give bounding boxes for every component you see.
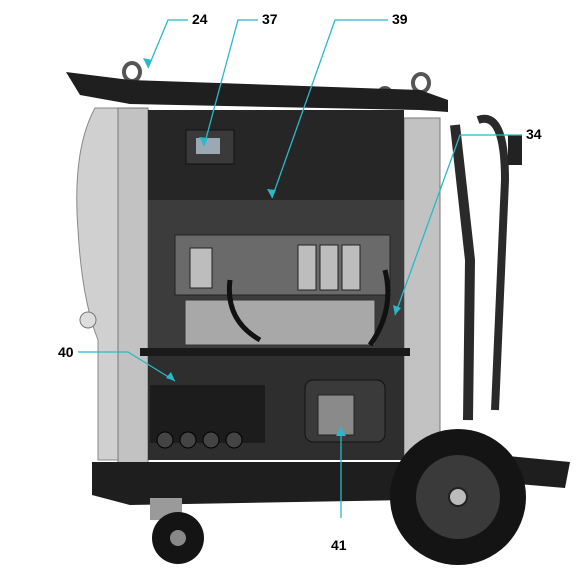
callout-40: 40 bbox=[58, 344, 74, 360]
shelf bbox=[140, 348, 410, 356]
handle-frame bbox=[450, 124, 476, 421]
control-module bbox=[185, 129, 235, 165]
left-upright bbox=[117, 107, 149, 464]
rear-wheel bbox=[390, 429, 526, 565]
callout-39: 39 bbox=[392, 11, 408, 27]
transformer-housing bbox=[184, 299, 376, 346]
right-upright bbox=[403, 117, 441, 464]
rear-panel bbox=[76, 107, 126, 461]
leader-40 bbox=[78, 351, 176, 382]
leader-37 bbox=[203, 19, 258, 147]
connector-row bbox=[156, 431, 243, 449]
leader-39 bbox=[271, 19, 388, 199]
callout-37: 37 bbox=[262, 11, 278, 27]
side-knob bbox=[79, 311, 97, 329]
front-caster bbox=[150, 498, 204, 564]
cable-hook bbox=[508, 135, 522, 165]
top-cover bbox=[66, 72, 448, 112]
base-tray bbox=[92, 462, 410, 505]
callout-24: 24 bbox=[192, 11, 208, 27]
leader-34 bbox=[394, 134, 522, 316]
internal-cables bbox=[226, 269, 391, 347]
callout-34: 34 bbox=[526, 126, 542, 142]
callout-leaders bbox=[78, 19, 522, 518]
pump-motor bbox=[304, 379, 386, 443]
push-handle bbox=[476, 114, 510, 411]
leader-24 bbox=[147, 19, 188, 69]
callout-41: 41 bbox=[331, 537, 347, 553]
leader-arrowheads bbox=[143, 58, 401, 436]
terminal-blocks bbox=[189, 244, 361, 291]
